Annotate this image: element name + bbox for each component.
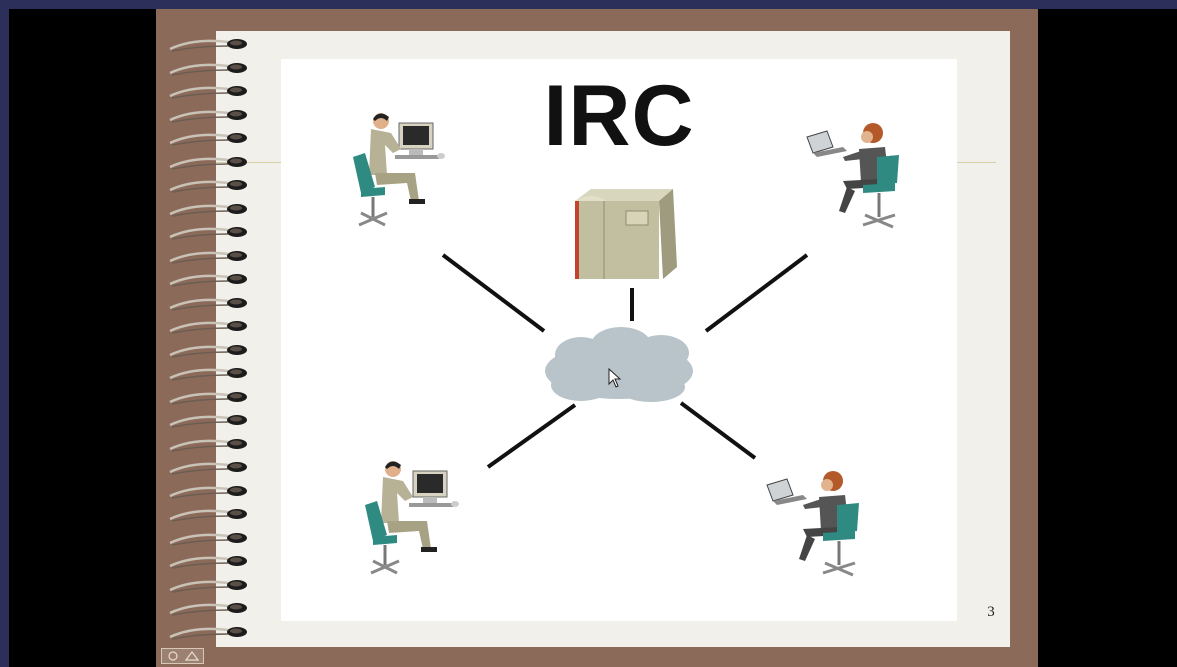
spiral-ring xyxy=(169,180,247,193)
spiral-ring xyxy=(169,438,247,452)
spiral-ring xyxy=(169,415,247,428)
connection-line xyxy=(486,403,577,469)
spiral-ring xyxy=(169,556,247,569)
spiral-ring xyxy=(169,297,247,311)
slide-title: IRC xyxy=(543,68,695,164)
connection-line xyxy=(704,253,809,333)
spiral-ring xyxy=(169,321,247,334)
man-at-desktop-computer-icon xyxy=(353,113,445,227)
slide-navigation-icon[interactable] xyxy=(161,648,204,664)
server-icon xyxy=(575,189,677,279)
spiral-ring xyxy=(169,509,247,522)
slide-page-number: 3 xyxy=(987,604,995,620)
network-cloud-icon xyxy=(545,327,693,402)
spiral-ring xyxy=(169,39,247,52)
spiral-ring xyxy=(169,250,247,264)
slide-content: IRC xyxy=(281,59,957,621)
connection-line xyxy=(679,401,757,460)
spiral-ring xyxy=(169,368,247,381)
irc-network-diagram xyxy=(441,189,809,469)
spiral-binding xyxy=(164,36,254,648)
spiral-ring xyxy=(169,203,247,217)
man-at-desktop-computer-icon xyxy=(365,461,459,575)
spiral-ring xyxy=(169,462,247,475)
spiral-ring xyxy=(169,532,247,546)
spiral-ring xyxy=(169,109,247,123)
spiral-ring xyxy=(169,86,247,99)
spiral-ring xyxy=(169,156,247,170)
woman-with-laptop-icon xyxy=(766,471,859,577)
spiral-ring xyxy=(169,603,247,616)
spiral-ring xyxy=(169,274,247,287)
spiral-ring xyxy=(169,227,247,240)
spiral-ring xyxy=(169,62,247,76)
spiral-ring xyxy=(169,485,247,499)
spiral-ring xyxy=(169,626,247,640)
spiral-ring xyxy=(169,133,247,146)
mouse-pointer-icon xyxy=(608,367,622,388)
connection-line xyxy=(441,253,546,333)
woman-with-laptop-icon xyxy=(806,123,899,229)
spiral-ring xyxy=(169,344,247,358)
spiral-ring xyxy=(169,391,247,405)
spiral-ring xyxy=(169,579,247,593)
